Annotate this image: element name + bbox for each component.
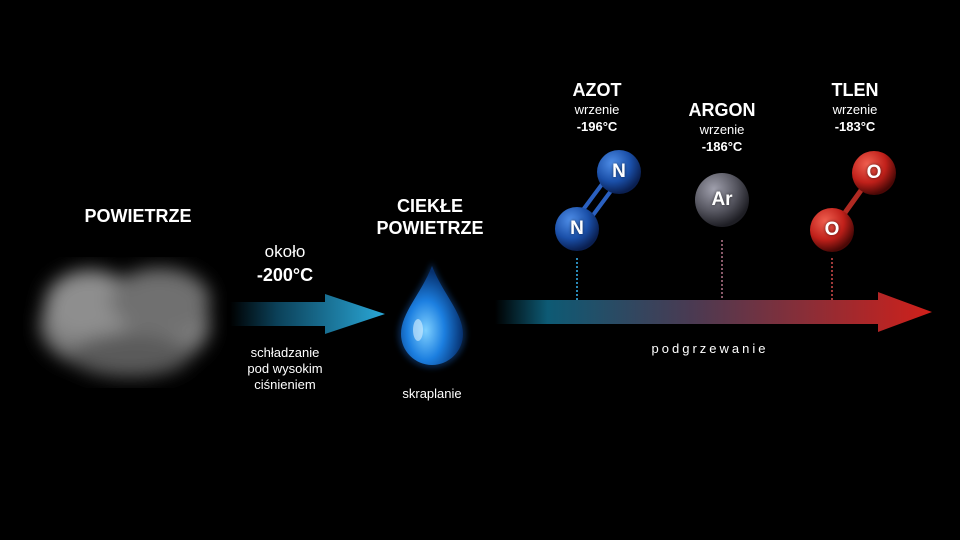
cooling-description-line: ciśnieniem [254,377,316,392]
air-title: POWIETRZE [84,206,192,226]
argon-boiling-label: wrzenie [699,122,745,137]
cooling-arrow [230,294,385,334]
argon-boiling-point: -186°C [701,139,743,154]
argon-atom-icon [695,173,749,227]
nitrogen-name: AZOT [572,80,622,100]
cooling-description-line: pod wysokim [247,361,323,376]
nitrogen-atom-symbol: N [570,218,584,239]
liquid-drop-icon [398,262,466,368]
liquid-air-title: POWIETRZE [376,218,484,238]
argon-atom-symbol: Ar [711,189,733,210]
oxygen-name: TLEN [831,80,879,100]
nitrogen-atom-symbol: N [612,161,626,182]
liquefaction-caption: skraplanie [402,386,462,401]
oxygen-molecule-icon [810,151,896,252]
cooling-description-line: schładzanie [250,345,320,360]
cloud-icon [40,268,210,377]
nitrogen-molecule-icon [555,150,641,251]
liquid-air-title: CIEKŁE [396,196,464,216]
nitrogen-boiling-label: wrzenie [574,102,620,117]
cooling-temperature: -200°C [256,265,314,285]
oxygen-boiling-point: -183°C [834,119,876,134]
heating-arrow [495,292,932,332]
cooling-approx-label: około [264,242,306,261]
argon-name: ARGON [688,100,756,120]
heating-label: podgrzewanie [651,341,769,356]
oxygen-boiling-label: wrzenie [832,102,878,117]
nitrogen-boiling-point: -196°C [576,119,618,134]
oxygen-atom-symbol: O [866,162,882,183]
oxygen-atom-symbol: O [824,219,840,240]
